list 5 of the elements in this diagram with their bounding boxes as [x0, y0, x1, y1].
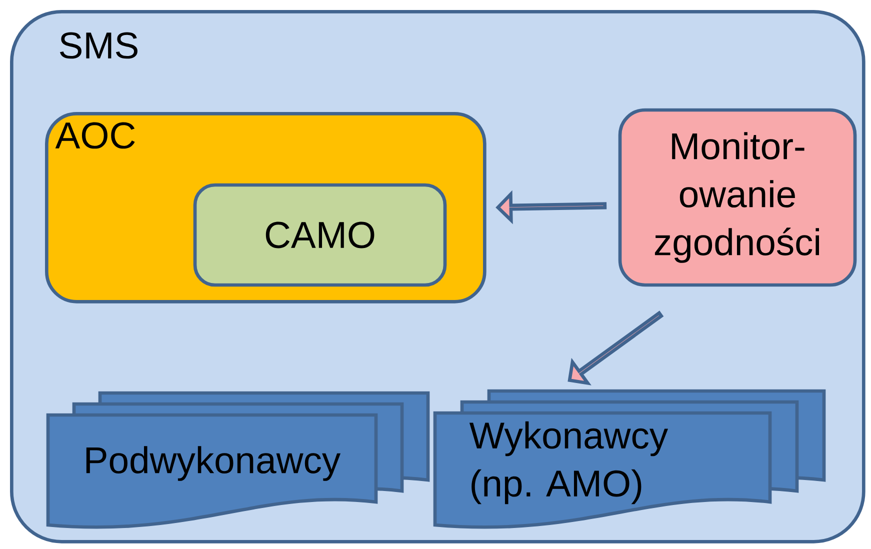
document-stack: Wykonawcy (np. AMO): [433, 389, 826, 529]
block-arrow: [568, 310, 664, 386]
document-stack: Podwykonawcy: [46, 391, 430, 529]
rounded-box: CAMO: [193, 183, 447, 287]
rounded-box: Monitor- owanie zgodności: [618, 108, 857, 287]
